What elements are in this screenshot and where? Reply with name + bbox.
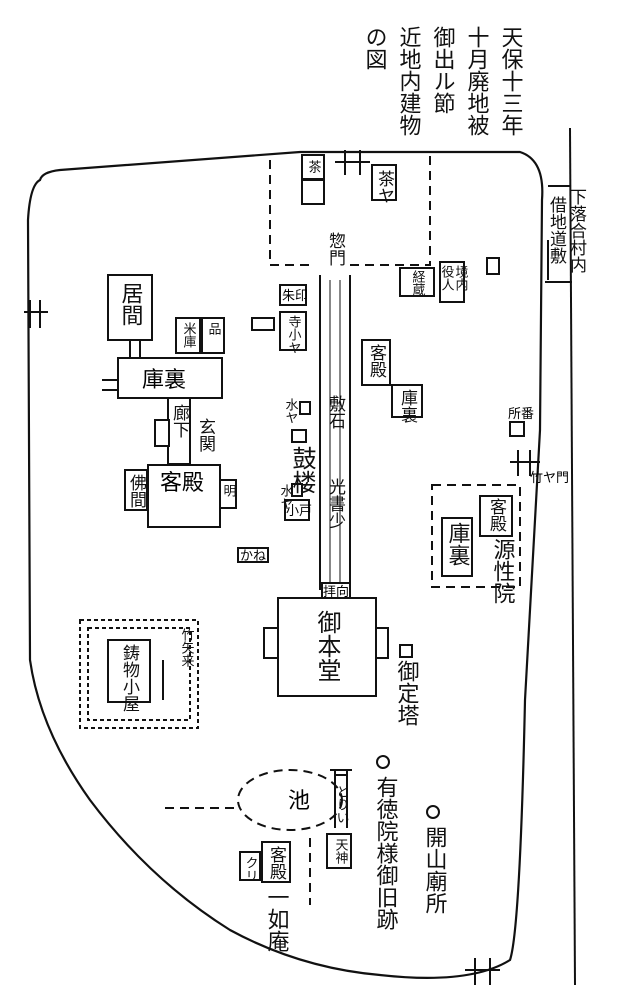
genshoin-kyakuden-box: [479, 495, 513, 537]
tenjin-box: [326, 833, 352, 869]
label-cha-small: 茶: [306, 159, 322, 173]
top-compound-dashed: [269, 155, 431, 266]
label-shakuchi: 借地道敷: [546, 196, 567, 265]
label-kuri-3: クリ: [243, 856, 258, 882]
yutokuin-circle: [376, 755, 390, 769]
genkan-left-box: [154, 419, 170, 447]
pond-outline: [237, 769, 343, 831]
label-roka: 廊下: [169, 404, 190, 438]
label-komyo: 光書少: [325, 478, 346, 529]
sandai-box: [279, 311, 307, 351]
label-gojoto: 御定塔: [394, 660, 420, 726]
ima-box: [107, 274, 153, 341]
stone-path: [319, 275, 351, 590]
label-mei: 明: [221, 484, 236, 498]
label-shu: 朱印: [282, 289, 308, 304]
label-kyakuden-2: 客殿: [366, 344, 387, 378]
label-sekidou: 敷石: [325, 395, 346, 429]
beiko-box: [175, 317, 201, 354]
label-take: 竹矢来: [179, 628, 195, 667]
mizuya2-box: [291, 483, 303, 497]
gomokudo-left-wing: [263, 627, 279, 659]
label-ike: 池: [288, 789, 310, 814]
ichinyo-kuri-box: [239, 851, 261, 881]
label-shoto: 小戸: [286, 504, 312, 519]
small-right-box: [486, 257, 500, 275]
kuri2-box: [391, 384, 423, 418]
kaisan-circle: [426, 805, 440, 819]
shu-box: [279, 284, 307, 306]
kane-box: [237, 547, 269, 563]
title-line-4: 近地内建物: [396, 26, 422, 136]
title-line-2: 十月廃地被: [464, 26, 490, 136]
label-chaya-top: 茶ヤ: [374, 170, 395, 204]
label-genshoin: 源性院: [490, 538, 516, 604]
title-line-3: 御出ル節: [430, 26, 456, 114]
label-road-sign: 竹ヤ門: [530, 471, 569, 486]
label-kyakuden-main-1: 客殿: [160, 471, 204, 496]
chaya-top-box: [371, 164, 397, 201]
ichinyo-kyakuden-box: [261, 841, 291, 883]
label-yakunin: 役人: [439, 265, 455, 291]
hin-box: [201, 317, 225, 354]
label-kaisan: 開山廟所: [422, 826, 448, 914]
label-butsuma: 佛間: [126, 474, 147, 509]
kuri-main-box: [117, 357, 223, 399]
mizuya1-box: [299, 401, 311, 415]
label-mizuya2: 水ヤ: [278, 484, 294, 510]
label-kane: かね: [240, 549, 266, 564]
label-genkan: 玄関: [195, 418, 215, 452]
cha-small-2: [301, 179, 325, 205]
gojoto-box: [399, 644, 413, 658]
label-kyoubo: 経蔵: [410, 270, 426, 296]
site-boundary: [26, 150, 544, 979]
label-ken-kyakuden: 客殿: [486, 498, 507, 532]
mei-box: [219, 479, 237, 509]
label-ichinyoan: 一如庵: [264, 886, 290, 952]
genshoin-kuri-box: [441, 517, 473, 577]
kyakuden-main-box: [147, 464, 221, 528]
gomokudo-right-wing: [375, 627, 389, 659]
label-hin: 品: [206, 322, 221, 335]
label-tenjin: 天神: [333, 838, 349, 864]
label-keidai: 境内: [453, 265, 469, 292]
kyoubo-box: [399, 267, 435, 297]
label-somon: 惣門: [325, 232, 346, 267]
label-shoro: 鼓楼: [288, 446, 316, 494]
bamboo-fence-inner: [87, 627, 191, 721]
label-kuri-main: 庫裏: [142, 368, 186, 393]
yakunin-box: [439, 261, 465, 303]
label-chikusha: 鋳物小屋: [119, 644, 140, 712]
foundry-box: [107, 639, 151, 703]
road-line-1: [569, 127, 576, 986]
label-yutokuin: 有徳院様御旧跡: [373, 776, 399, 930]
torii-marker: [330, 769, 352, 828]
label-gomokudo: 御本堂: [313, 610, 341, 682]
label-sandai: 寺小ヤ: [286, 315, 302, 354]
bamboo-fence-outer: [79, 619, 199, 729]
label-shimo-ochiai: 下落合村内: [566, 188, 587, 274]
butsuma-box: [124, 469, 148, 511]
shoto-box: [284, 499, 310, 521]
label-kyakuden-ichinyo: 客殿: [266, 846, 287, 880]
fence-marks: [24, 150, 540, 985]
label-haiden: 拝向: [323, 584, 349, 600]
label-ken-kuri: 庫裏: [445, 522, 471, 566]
label-beiko: 米庫: [181, 322, 197, 348]
label-ima: 居間: [118, 282, 144, 326]
title-line-1: 天保十三年: [498, 26, 524, 136]
kyakuden2-box: [361, 339, 391, 386]
title-line-5: の図: [362, 26, 387, 70]
label-garden-small: 所番: [508, 407, 534, 422]
small-annex-box: [251, 317, 275, 331]
label-torii: とりい: [334, 785, 349, 824]
label-mizuya1: 水ヤ: [283, 398, 299, 424]
garden-small-box: [509, 421, 525, 437]
drum-marker: [291, 429, 307, 443]
title-block: 天保十三年 十月廃地被 御出ル節 近地内建物 の図: [362, 26, 524, 136]
genshoin-enclosure: [431, 484, 521, 588]
label-kuri-2: 庫裏: [397, 389, 418, 423]
